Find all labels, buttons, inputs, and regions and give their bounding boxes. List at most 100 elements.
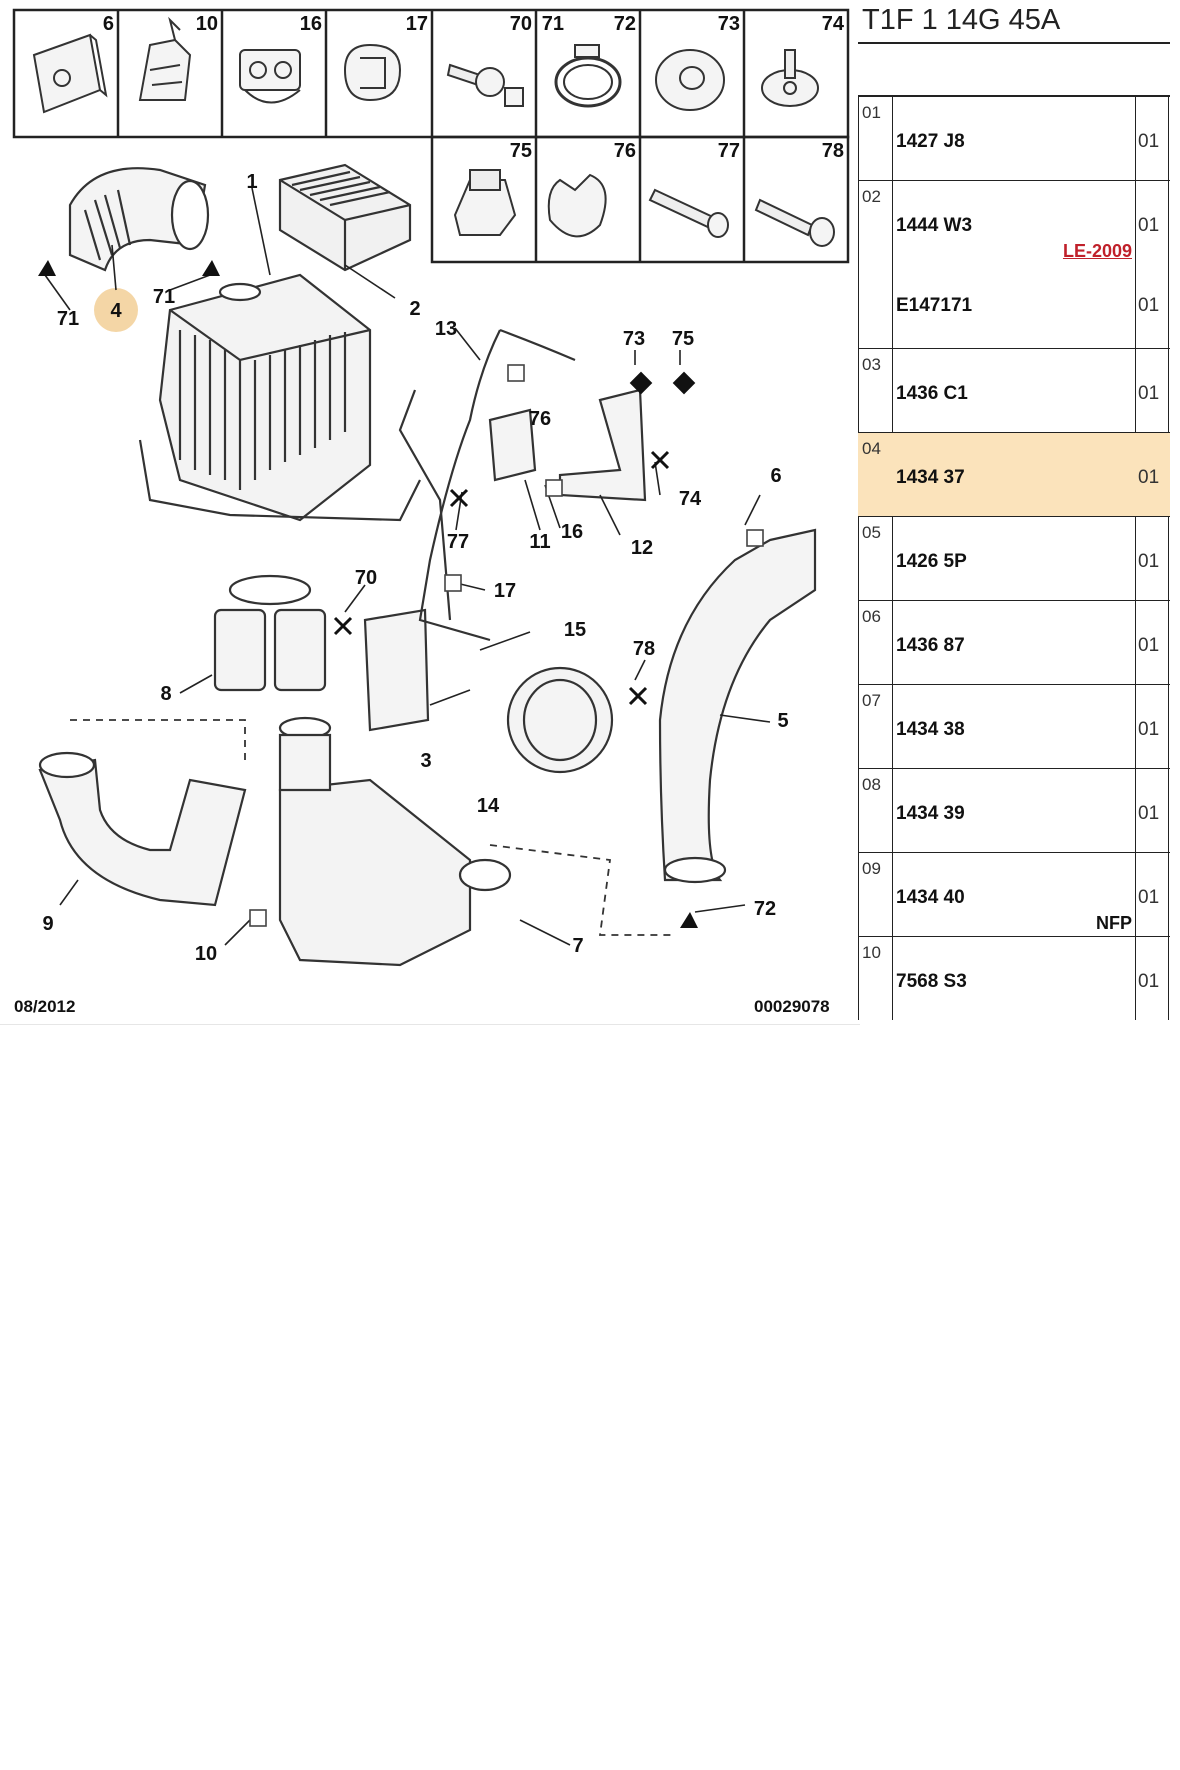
open-square-marker-icon bbox=[507, 364, 525, 382]
cross-marker-icon bbox=[333, 616, 353, 636]
open-square-markers bbox=[249, 364, 764, 927]
part-row-highlighted[interactable]: 04 1434 37 01 bbox=[858, 433, 1170, 516]
part-reference: 1434 38 bbox=[896, 719, 965, 740]
grid-label-75: 75 bbox=[510, 140, 532, 162]
holder-sketch bbox=[239, 49, 301, 104]
callout-75: 75 bbox=[672, 328, 694, 350]
row-separator bbox=[858, 936, 1170, 937]
cross-markers bbox=[333, 450, 670, 706]
part-row[interactable]: 07 1434 38 01 bbox=[858, 685, 1170, 768]
num-column-border bbox=[892, 95, 893, 1020]
exploded-diagram: 6 10 16 17 70 71 72 73 74 75 76 77 78 bbox=[0, 0, 860, 1025]
part-note-red: LE-2009 bbox=[1062, 241, 1132, 261]
part-row[interactable]: 05 1426 5P 01 bbox=[858, 517, 1170, 600]
part-quantity: 01 bbox=[1138, 215, 1160, 236]
row-number: 05 bbox=[862, 523, 881, 542]
part-note: NFP bbox=[1096, 913, 1132, 933]
grid-label-17: 17 bbox=[406, 13, 428, 35]
grid-label-70: 70 bbox=[510, 13, 532, 35]
connector-sketch bbox=[453, 169, 517, 236]
callout-71-a: 71 bbox=[57, 308, 79, 330]
part-quantity: 01 bbox=[1138, 803, 1160, 824]
callout-9: 9 bbox=[42, 913, 53, 935]
title-separator bbox=[858, 42, 1170, 44]
part-row[interactable]: 01 1427 J8 01 bbox=[858, 97, 1170, 180]
part-row[interactable]: 06 1436 87 01 bbox=[858, 601, 1170, 684]
grid-label-77: 77 bbox=[718, 140, 740, 162]
bolt-washer-sketch bbox=[446, 63, 524, 107]
grid-label-74: 74 bbox=[822, 13, 845, 35]
part-row[interactable]: 03 1436 C1 01 bbox=[858, 349, 1170, 432]
callout-78: 78 bbox=[633, 638, 655, 660]
footer-date: 08/2012 bbox=[14, 997, 76, 1016]
part-quantity: 01 bbox=[1138, 719, 1160, 740]
fastener-markers bbox=[38, 260, 698, 928]
parts-diagram-svg: 6 10 16 17 70 71 72 73 74 75 76 77 78 bbox=[0, 8, 860, 1025]
callout-16: 16 bbox=[561, 521, 583, 543]
grid-label-78: 78 bbox=[822, 140, 844, 162]
parts-list-title: T1F 1 14G 45A bbox=[862, 4, 1061, 36]
callout-4: 4 bbox=[110, 300, 122, 322]
part-reference: 1426 5P bbox=[896, 551, 967, 572]
callout-1: 1 bbox=[246, 171, 257, 193]
triangle-marker-icon bbox=[38, 260, 56, 276]
square-marker-icon bbox=[629, 371, 653, 395]
row-separator bbox=[858, 348, 1170, 349]
filter-housing-sketch bbox=[158, 273, 372, 522]
foam-pad-sketch bbox=[32, 33, 108, 114]
row-number: 10 bbox=[862, 943, 881, 962]
part-quantity: 01 bbox=[1138, 551, 1160, 572]
hardware-grid bbox=[12, 8, 850, 264]
grid-label-16: 16 bbox=[300, 13, 322, 35]
dashed-boundaries bbox=[70, 719, 675, 936]
open-square-marker-icon bbox=[746, 529, 764, 547]
self-tapping-screw-sketch bbox=[754, 198, 835, 247]
cable-clip-sketch bbox=[343, 43, 402, 102]
part-reference: 1434 37 bbox=[896, 467, 965, 488]
grid-label-71: 71 bbox=[542, 13, 564, 35]
part-reference: 1434 39 bbox=[896, 803, 965, 824]
grid-label-10: 10 bbox=[196, 13, 218, 35]
torx-screw-sketch bbox=[761, 49, 819, 107]
bracket-clip-sketch bbox=[547, 173, 607, 238]
callout-71-b: 71 bbox=[153, 286, 175, 308]
part-row[interactable]: 02 1444 W3 01 LE-2009 E147171 01 bbox=[858, 181, 1170, 348]
grid-label-76: 76 bbox=[614, 140, 636, 162]
callout-2: 2 bbox=[409, 298, 420, 320]
callout-73: 73 bbox=[623, 328, 645, 350]
callout-8: 8 bbox=[160, 683, 171, 705]
manifold-sketch bbox=[278, 716, 512, 967]
part-quantity: 01 bbox=[1138, 887, 1160, 908]
hose-clamp-sketch bbox=[554, 44, 622, 108]
callout-11: 11 bbox=[529, 531, 550, 553]
row-separator bbox=[858, 684, 1170, 685]
row-separator bbox=[858, 180, 1170, 181]
row-number: 08 bbox=[862, 775, 881, 794]
callout-77: 77 bbox=[447, 531, 469, 553]
triangle-marker-icon bbox=[202, 260, 220, 276]
elbow-hose-sketch bbox=[68, 167, 210, 272]
grid-label-6: 6 bbox=[103, 13, 114, 35]
vacuum-pipes-sketch bbox=[138, 328, 576, 642]
callout-5: 5 bbox=[777, 710, 788, 732]
part-quantity-alt: 01 bbox=[1138, 295, 1160, 316]
cross-marker-icon bbox=[449, 488, 469, 508]
part-row[interactable]: 09 1434 40 01 NFP bbox=[858, 853, 1170, 936]
callout-7: 7 bbox=[572, 935, 583, 957]
main-assembly bbox=[38, 163, 817, 967]
part-row[interactable]: 08 1434 39 01 bbox=[858, 769, 1170, 852]
callout-17: 17 bbox=[494, 580, 516, 602]
part-row[interactable]: 10 7568 S3 01 bbox=[858, 937, 1170, 1020]
qty-column-border bbox=[1135, 95, 1136, 1020]
open-square-marker-icon bbox=[249, 909, 267, 927]
callout-12: 12 bbox=[631, 537, 653, 559]
hose-5-sketch bbox=[658, 528, 817, 884]
filter-element-sketch bbox=[278, 163, 412, 272]
part-reference: 7568 S3 bbox=[896, 971, 967, 992]
vacuum-reservoir-sketch bbox=[506, 666, 614, 774]
callout-14: 14 bbox=[477, 795, 500, 817]
part-reference: 1427 J8 bbox=[896, 131, 965, 152]
row-number: 06 bbox=[862, 607, 881, 626]
row-separator bbox=[858, 432, 1170, 433]
left-border bbox=[858, 95, 859, 1020]
